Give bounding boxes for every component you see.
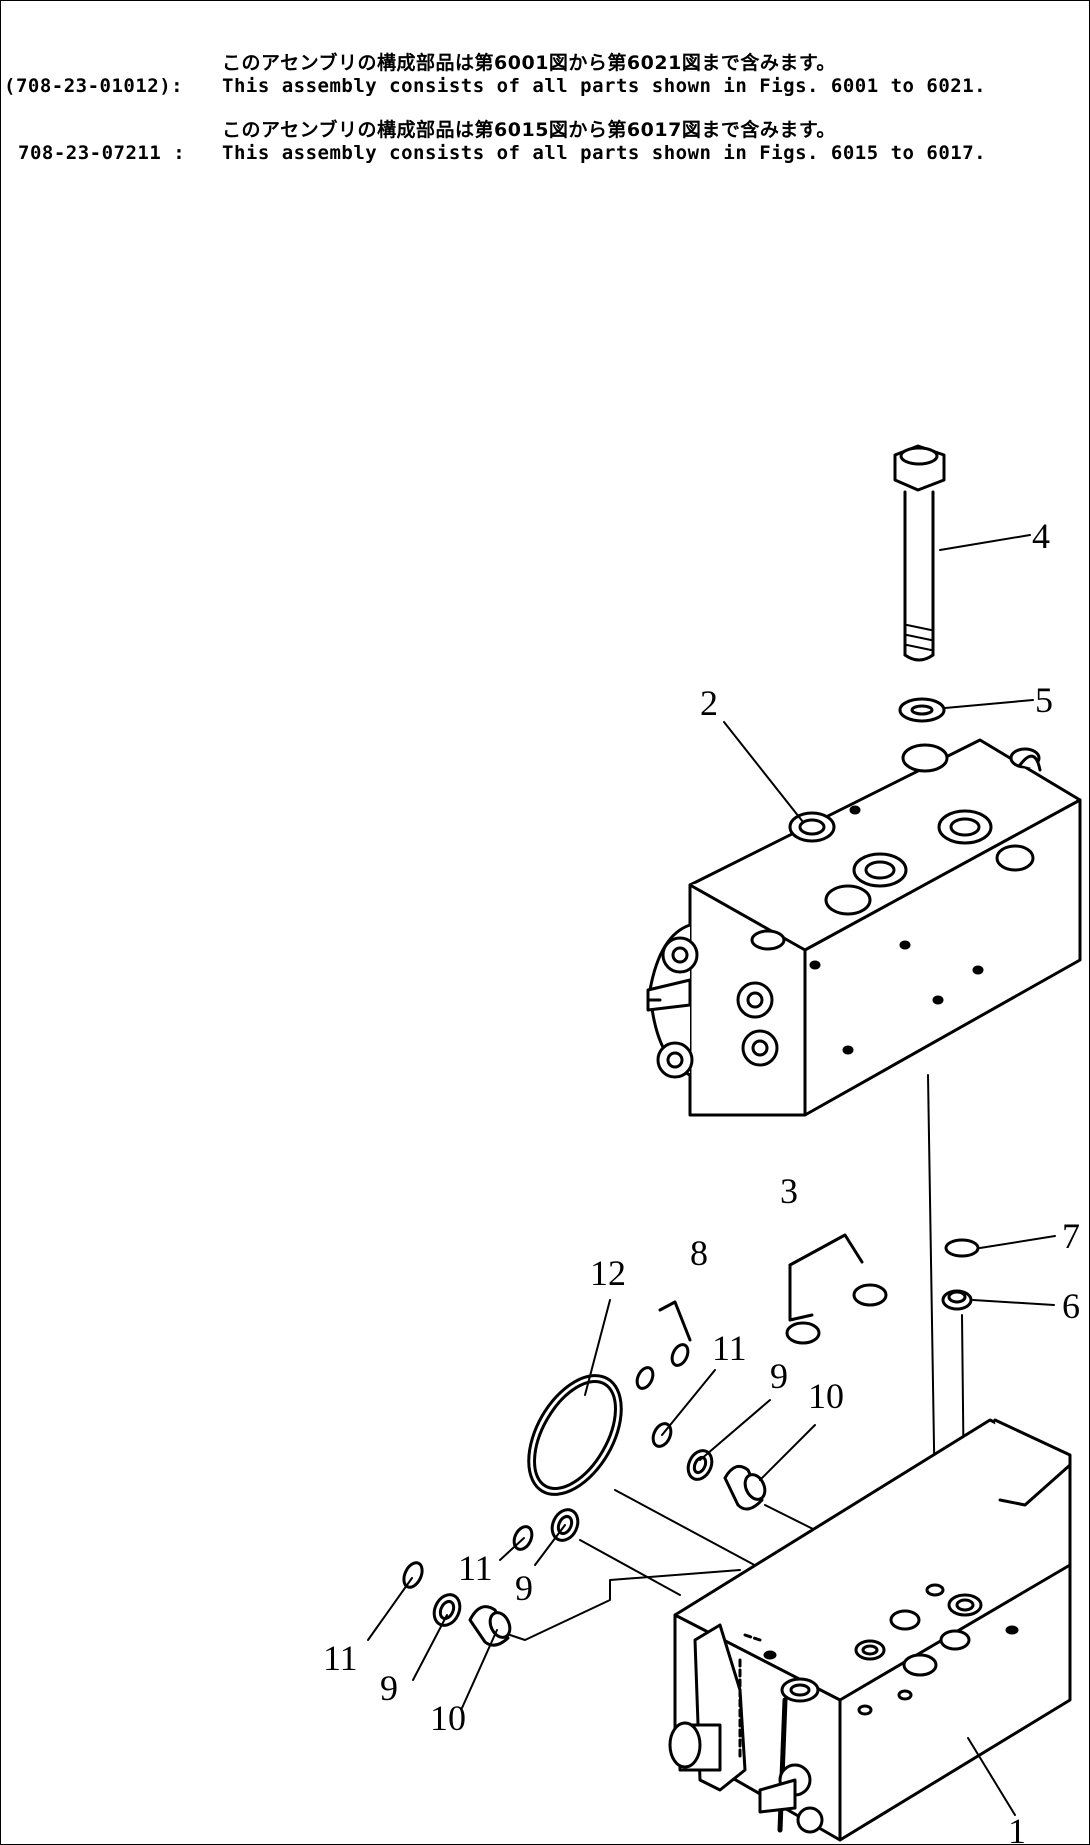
lower-valve-block	[668, 1418, 1072, 1842]
washer-part	[898, 697, 946, 723]
bolt-part	[893, 444, 946, 662]
note-jp-2: このアセンブリの構成部品は第6015図から第6017図まで含みます。	[222, 119, 836, 141]
callout-11-lower: 11	[323, 1638, 358, 1678]
callout-2: 2	[700, 683, 718, 723]
callout-6: 6	[1062, 1286, 1080, 1326]
small-orings-8	[635, 1300, 692, 1390]
plug-set-lower	[402, 1561, 512, 1647]
orings-group-3	[785, 1233, 888, 1345]
callout-labels: 4 5 2 3 7 6 12 8 11 9 10 11 9 11 9 10 1	[323, 516, 1080, 1845]
callout-12: 12	[590, 1253, 626, 1293]
upper-valve-block	[646, 738, 1082, 1117]
note-jp-1: このアセンブリの構成部品は第6001図から第6021図まで含みます。	[222, 52, 836, 74]
callout-8: 8	[690, 1233, 708, 1273]
callout-3: 3	[780, 1171, 798, 1211]
callout-10-upper: 10	[808, 1376, 844, 1416]
callout-5: 5	[1035, 680, 1053, 720]
callout-7: 7	[1062, 1216, 1080, 1256]
callout-9-upper: 9	[770, 1356, 788, 1396]
callout-9-middle: 9	[515, 1568, 533, 1608]
note-en-1: This assembly consists of all parts show…	[222, 75, 987, 97]
callout-11-upper: 11	[712, 1328, 747, 1368]
note-en-2: This assembly consists of all parts show…	[222, 142, 987, 164]
plug-set-upper	[651, 1422, 767, 1511]
plug-set-middle	[512, 1508, 580, 1551]
callout-11-middle: 11	[458, 1548, 493, 1588]
callout-10-lower: 10	[430, 1698, 466, 1738]
note-part-no-2: 708-23-07211 :	[18, 142, 186, 164]
callout-1: 1	[1008, 1811, 1026, 1845]
callout-4: 4	[1032, 516, 1050, 556]
callout-9-lower: 9	[380, 1668, 398, 1708]
note-part-no-1: (708-23-01012):	[4, 75, 184, 97]
leader-lines	[367, 534, 1056, 1816]
